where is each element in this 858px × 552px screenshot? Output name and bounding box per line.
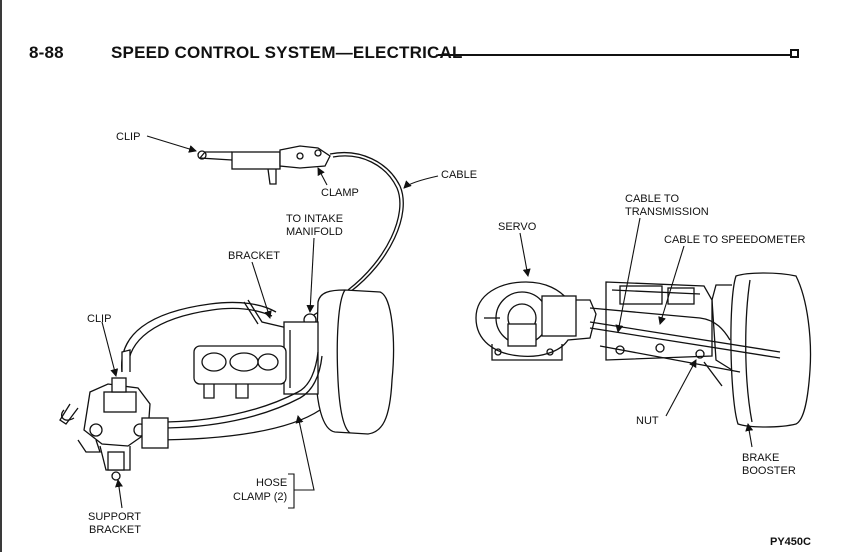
page-edge-line bbox=[0, 0, 2, 552]
page-number: 8-88 bbox=[29, 43, 64, 62]
label-cable-trans-line1: CABLE TO bbox=[625, 193, 679, 205]
label-cable-trans-line2: TRANSMISSION bbox=[625, 206, 709, 218]
label-hose-line1: HOSE bbox=[256, 477, 287, 489]
label-servo: SERVO bbox=[498, 221, 537, 233]
label-bracket: BRACKET bbox=[228, 250, 280, 262]
label-nut: NUT bbox=[636, 415, 659, 427]
label-support-line2: BRACKET bbox=[89, 524, 141, 536]
label-to-intake-line2: MANIFOLD bbox=[286, 226, 343, 238]
label-to-intake-line1: TO INTAKE bbox=[286, 213, 343, 225]
label-cable-speedometer: CABLE TO SPEEDOMETER bbox=[664, 234, 805, 246]
label-clip-top: CLIP bbox=[116, 131, 140, 143]
label-clip-left: CLIP bbox=[87, 313, 111, 325]
figure-id: PY450C bbox=[770, 536, 811, 548]
label-brake-line2: BOOSTER bbox=[742, 465, 796, 477]
label-support-line1: SUPPORT bbox=[88, 511, 141, 523]
right-assembly-drawing bbox=[475, 272, 812, 428]
header-end-box bbox=[790, 49, 799, 58]
label-cable: CABLE bbox=[441, 169, 477, 181]
label-brake-line1: BRAKE bbox=[742, 452, 779, 464]
label-hose-line2: CLAMP (2) bbox=[233, 491, 287, 503]
section-title: SPEED CONTROL SYSTEM—ELECTRICAL bbox=[111, 43, 463, 62]
header-rule bbox=[438, 54, 790, 56]
left-assembly-drawing bbox=[59, 145, 404, 481]
label-clamp: CLAMP bbox=[321, 187, 359, 199]
leader-lines bbox=[101, 135, 754, 509]
